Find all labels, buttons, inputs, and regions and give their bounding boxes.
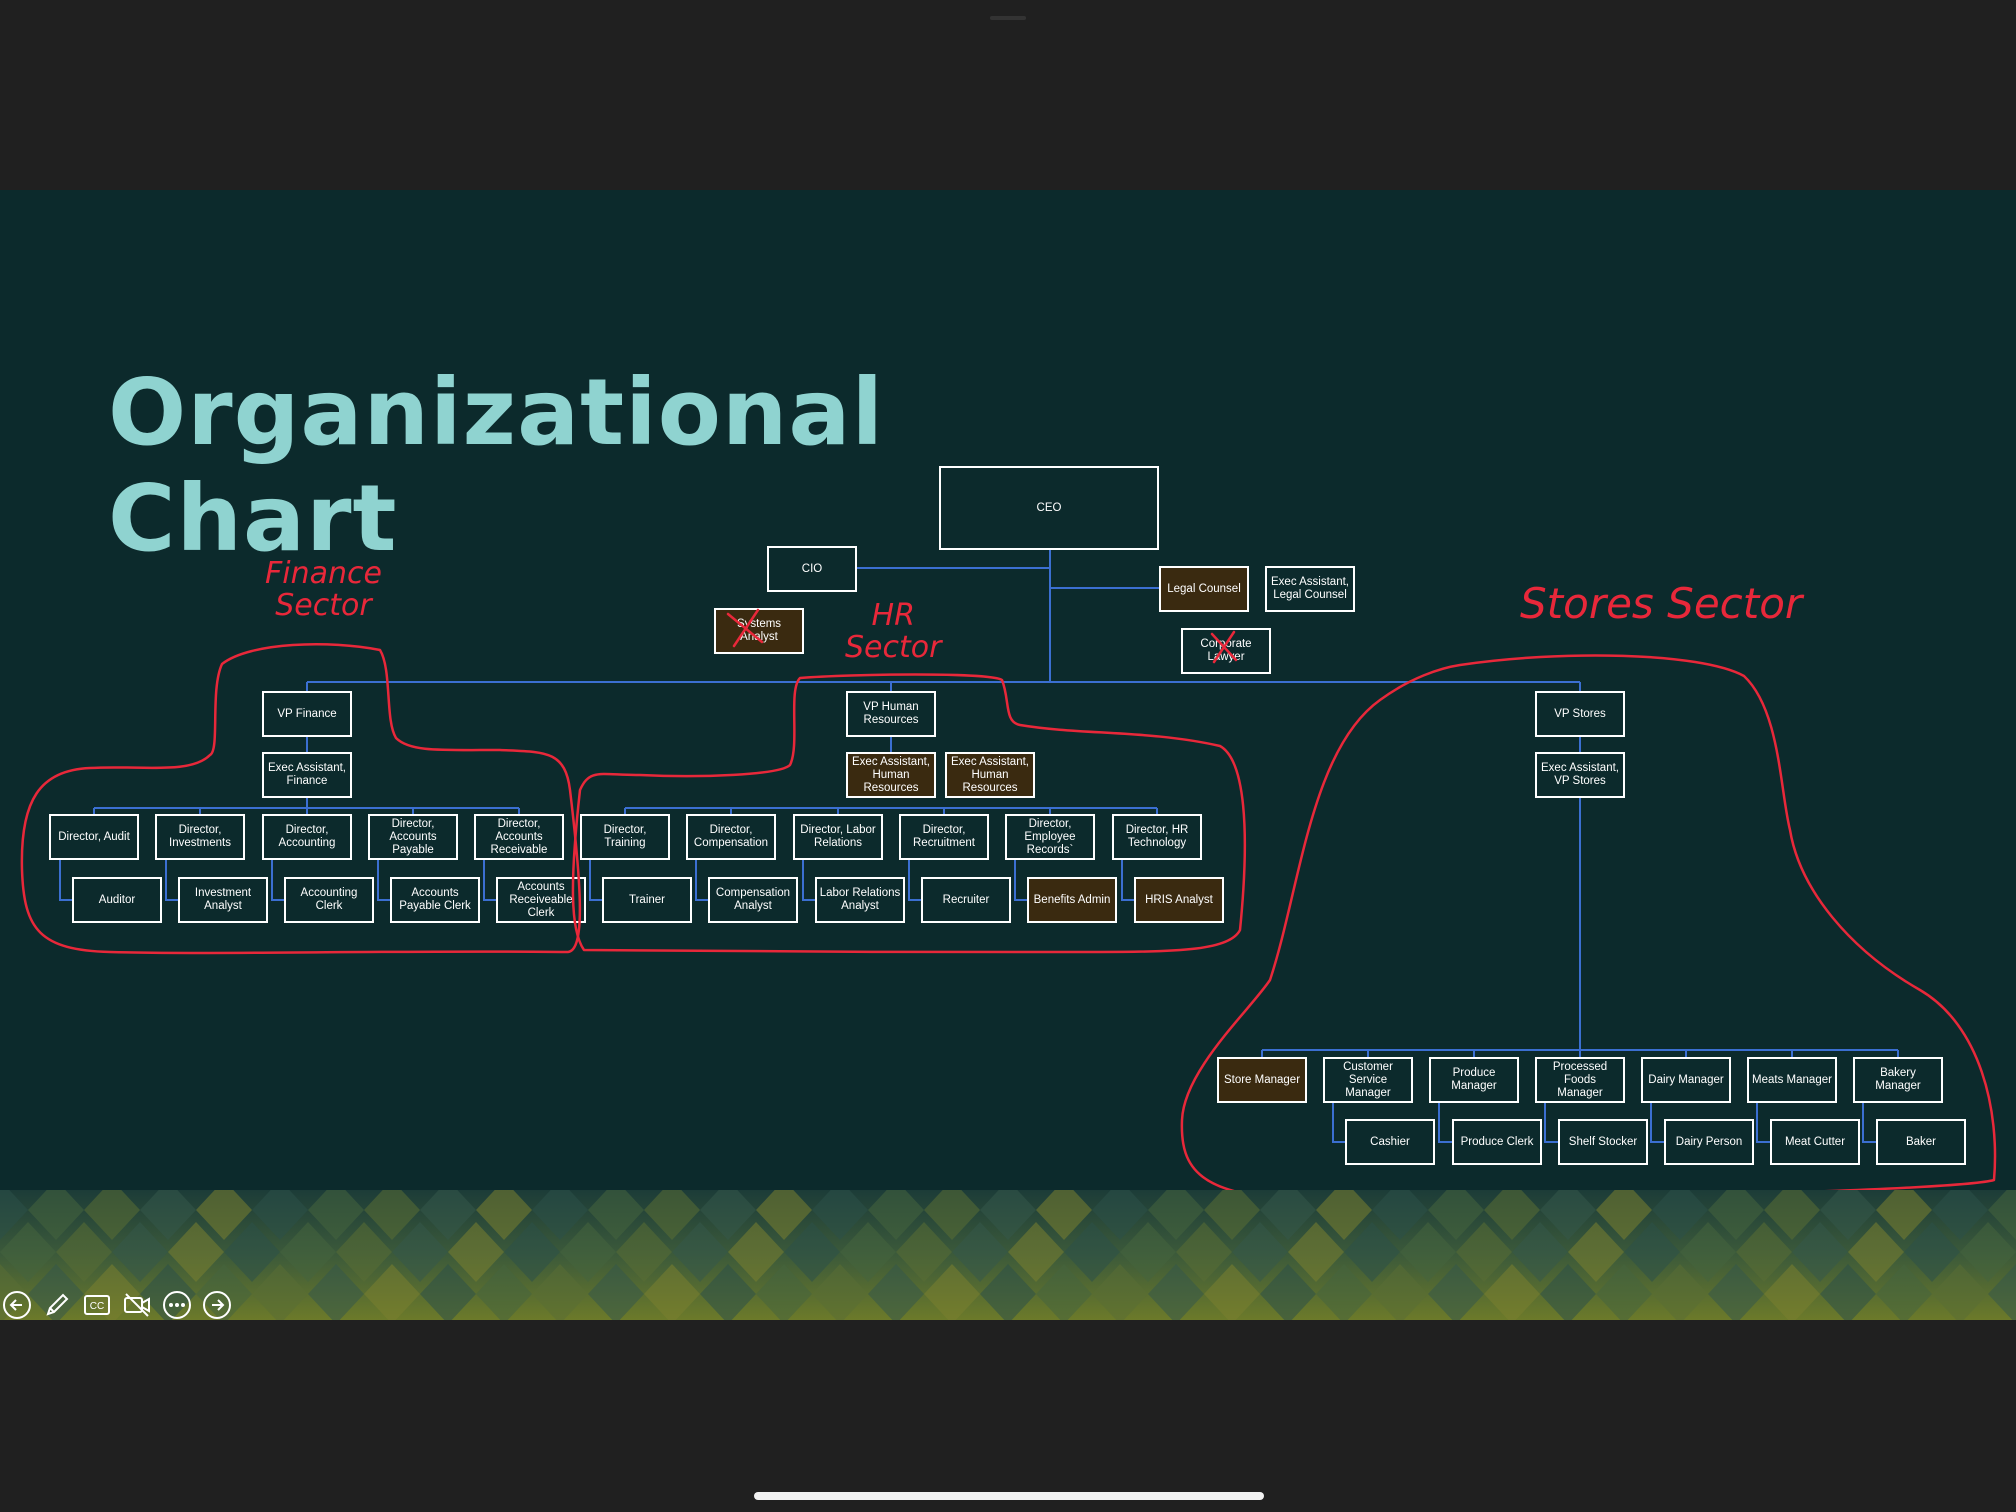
node-director-compensation: Director, Compensation — [686, 814, 776, 860]
footer-pattern — [0, 1190, 2016, 1320]
node-director-recruitment: Director, Recruitment — [899, 814, 989, 860]
node-hris-analyst: HRIS Analyst — [1134, 877, 1224, 923]
node-accounts-receivable-clerk: Accounts Receiveable Clerk — [496, 877, 586, 923]
node-accounts-payable-clerk: Accounts Payable Clerk — [390, 877, 480, 923]
node-director-accounts-payable: Director, Accounts Payable — [368, 814, 458, 860]
node-director-accounting: Director, Accounting — [262, 814, 352, 860]
title-line-1: Organizational — [108, 359, 885, 466]
node-recruiter: Recruiter — [921, 877, 1011, 923]
forward-icon[interactable] — [200, 1288, 234, 1322]
node-director-employee-records: Director, Employee Records` — [1005, 814, 1095, 860]
stores-sector-outline — [1180, 654, 1997, 1190]
camera-off-icon[interactable] — [120, 1288, 154, 1322]
back-icon[interactable] — [0, 1288, 34, 1322]
node-meats-manager: Meats Manager — [1747, 1057, 1837, 1103]
node-director-labor-relations: Director, Labor Relations — [793, 814, 883, 860]
presentation-toolbar: CC — [0, 1288, 234, 1322]
home-indicator[interactable] — [754, 1492, 1264, 1500]
annotation-stores-sector: Stores Sector — [1520, 579, 1803, 628]
captions-icon[interactable]: CC — [80, 1288, 114, 1322]
node-cashier: Cashier — [1345, 1119, 1435, 1165]
cross-out-mark — [1210, 630, 1238, 664]
node-exec-assistant-vp-stores: Exec Assistant, VP Stores — [1535, 752, 1625, 798]
node-customer-service-manager: Customer Service Manager — [1323, 1057, 1413, 1103]
slide: Organizational Chart — [0, 190, 2016, 1320]
node-exec-assistant-legal: Exec Assistant, Legal Counsel — [1265, 566, 1355, 612]
node-shelf-stocker: Shelf Stocker — [1558, 1119, 1648, 1165]
node-director-hr-technology: Director, HR Technology — [1112, 814, 1202, 860]
node-meat-cutter: Meat Cutter — [1770, 1119, 1860, 1165]
node-exec-assistant-hr-1: Exec Assistant, Human Resources — [846, 752, 936, 798]
node-exec-assistant-hr-2: Exec Assistant, Human Resources — [945, 752, 1035, 798]
node-bakery-manager: Bakery Manager — [1853, 1057, 1943, 1103]
node-processed-foods-manager: Processed Foods Manager — [1535, 1057, 1625, 1103]
node-legal-counsel: Legal Counsel — [1159, 566, 1249, 612]
node-labor-relations-analyst: Labor Relations Analyst — [815, 877, 905, 923]
node-dairy-person: Dairy Person — [1664, 1119, 1754, 1165]
node-store-manager: Store Manager — [1217, 1057, 1307, 1103]
annotation-finance-sector: Finance Sector — [265, 556, 382, 623]
node-director-training: Director, Training — [580, 814, 670, 860]
node-director-audit: Director, Audit — [49, 814, 139, 860]
svg-text:CC: CC — [90, 1301, 104, 1312]
node-dairy-manager: Dairy Manager — [1641, 1057, 1731, 1103]
node-accounting-clerk: Accounting Clerk — [284, 877, 374, 923]
top-grabber — [990, 16, 1026, 20]
title-line-2: Chart — [108, 465, 398, 572]
node-vp-human-resources: VP Human Resources — [846, 691, 936, 737]
cross-out-mark — [726, 608, 764, 648]
node-auditor: Auditor — [72, 877, 162, 923]
node-investment-analyst: Investment Analyst — [178, 877, 268, 923]
node-ceo: CEO — [939, 466, 1159, 550]
node-trainer: Trainer — [602, 877, 692, 923]
node-director-investments: Director, Investments — [155, 814, 245, 860]
more-icon[interactable] — [160, 1288, 194, 1322]
node-produce-clerk: Produce Clerk — [1452, 1119, 1542, 1165]
slide-title: Organizational Chart — [108, 360, 884, 572]
node-benefits-admin: Benefits Admin — [1027, 877, 1117, 923]
finance-sector-outline — [20, 642, 582, 955]
handwritten-annotations — [20, 608, 1997, 1190]
node-baker: Baker — [1876, 1119, 1966, 1165]
node-compensation-analyst: Compensation Analyst — [708, 877, 798, 923]
node-systems-analyst: Systems Analyst — [714, 608, 804, 654]
org-chart-connectors — [59, 550, 1899, 1143]
node-exec-assistant-finance: Exec Assistant, Finance — [262, 752, 352, 798]
node-vp-stores: VP Stores — [1535, 691, 1625, 737]
annotation-hr-sector: HR Sector — [845, 598, 942, 665]
node-produce-manager: Produce Manager — [1429, 1057, 1519, 1103]
pen-icon[interactable] — [40, 1288, 74, 1322]
node-cio: CIO — [767, 546, 857, 592]
node-director-accounts-receivable: Director, Accounts Receivable — [474, 814, 564, 860]
hr-sector-outline — [571, 673, 1247, 954]
node-vp-finance: VP Finance — [262, 691, 352, 737]
